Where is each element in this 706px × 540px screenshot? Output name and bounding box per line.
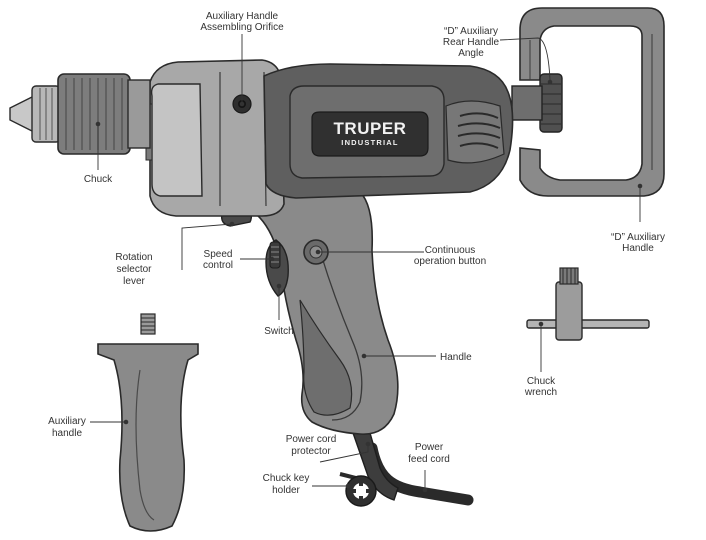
- callout-switch: Switch: [264, 326, 293, 337]
- svg-text:Handle: Handle: [440, 352, 472, 363]
- svg-text:protector: protector: [291, 446, 331, 457]
- svg-text:lever: lever: [123, 276, 145, 287]
- auxiliary-side-handle: [97, 313, 199, 532]
- drill-handle: [255, 191, 399, 435]
- svg-text:Continuous: Continuous: [425, 245, 476, 256]
- svg-text:“D” Auxiliary: “D” Auxiliary: [444, 26, 498, 37]
- svg-text:“D” Auxiliary: “D” Auxiliary: [611, 232, 665, 243]
- svg-text:Auxiliary: Auxiliary: [48, 416, 86, 427]
- callout-speed-control: Speed control: [203, 249, 233, 271]
- drill-chuck: [9, 73, 151, 155]
- svg-text:INDUSTRIAL: INDUSTRIAL: [341, 138, 398, 147]
- chuck-key-holder: [339, 472, 377, 507]
- svg-text:Chuck key: Chuck key: [263, 473, 310, 484]
- svg-text:feed cord: feed cord: [408, 454, 450, 465]
- callout-d-handle: “D” Auxiliary Handle: [611, 232, 665, 254]
- speed-control-wheel: [269, 241, 281, 269]
- svg-text:Handle: Handle: [622, 243, 654, 254]
- truper-industrial-logo: TRUPER INDUSTRIAL: [334, 119, 407, 147]
- callout-handle: Handle: [440, 352, 472, 363]
- svg-text:TRUPER: TRUPER: [334, 119, 407, 138]
- svg-text:handle: handle: [52, 428, 82, 439]
- svg-text:Chuck: Chuck: [84, 174, 113, 185]
- svg-text:Assembling Orifice: Assembling Orifice: [200, 22, 284, 33]
- svg-text:Rotation: Rotation: [115, 252, 152, 263]
- callout-rotation-selector: Rotation selector lever: [115, 252, 152, 287]
- leader-lines: [90, 34, 643, 493]
- d-auxiliary-handle: [519, 7, 665, 197]
- svg-text:Chuck: Chuck: [527, 376, 556, 387]
- svg-text:Angle: Angle: [458, 48, 484, 59]
- callout-chuck: Chuck: [84, 174, 113, 185]
- svg-text:control: control: [203, 260, 233, 271]
- callout-cord-protector: Power cord protector: [286, 434, 337, 457]
- callout-feed-cord: Power feed cord: [408, 442, 450, 465]
- svg-text:holder: holder: [272, 485, 300, 496]
- svg-text:Rear Handle: Rear Handle: [443, 37, 500, 48]
- svg-text:Power cord: Power cord: [286, 434, 337, 445]
- callout-continuous-operation: Continuous operation button: [414, 245, 486, 267]
- callout-aux-handle-orifice: Auxiliary Handle Assembling Orifice: [200, 11, 284, 33]
- svg-text:wrench: wrench: [524, 387, 557, 398]
- d-handle-angle-knob: [511, 73, 563, 133]
- svg-text:Speed: Speed: [204, 249, 233, 260]
- drill-gear-housing: [145, 59, 285, 217]
- svg-text:Switch: Switch: [264, 326, 293, 337]
- chuck-wrench: [526, 267, 650, 341]
- callout-chuck-key-holder: Chuck key holder: [263, 473, 310, 496]
- svg-text:Power: Power: [415, 442, 444, 453]
- svg-text:selector: selector: [116, 264, 152, 275]
- callout-rear-handle-angle: “D” Auxiliary Rear Handle Angle: [443, 26, 500, 59]
- callout-auxiliary-handle: Auxiliary handle: [48, 416, 86, 439]
- svg-text:Auxiliary Handle: Auxiliary Handle: [206, 11, 279, 22]
- callout-chuck-wrench: Chuck wrench: [524, 376, 557, 398]
- svg-text:operation button: operation button: [414, 256, 486, 267]
- drill-motor-housing: [263, 63, 514, 199]
